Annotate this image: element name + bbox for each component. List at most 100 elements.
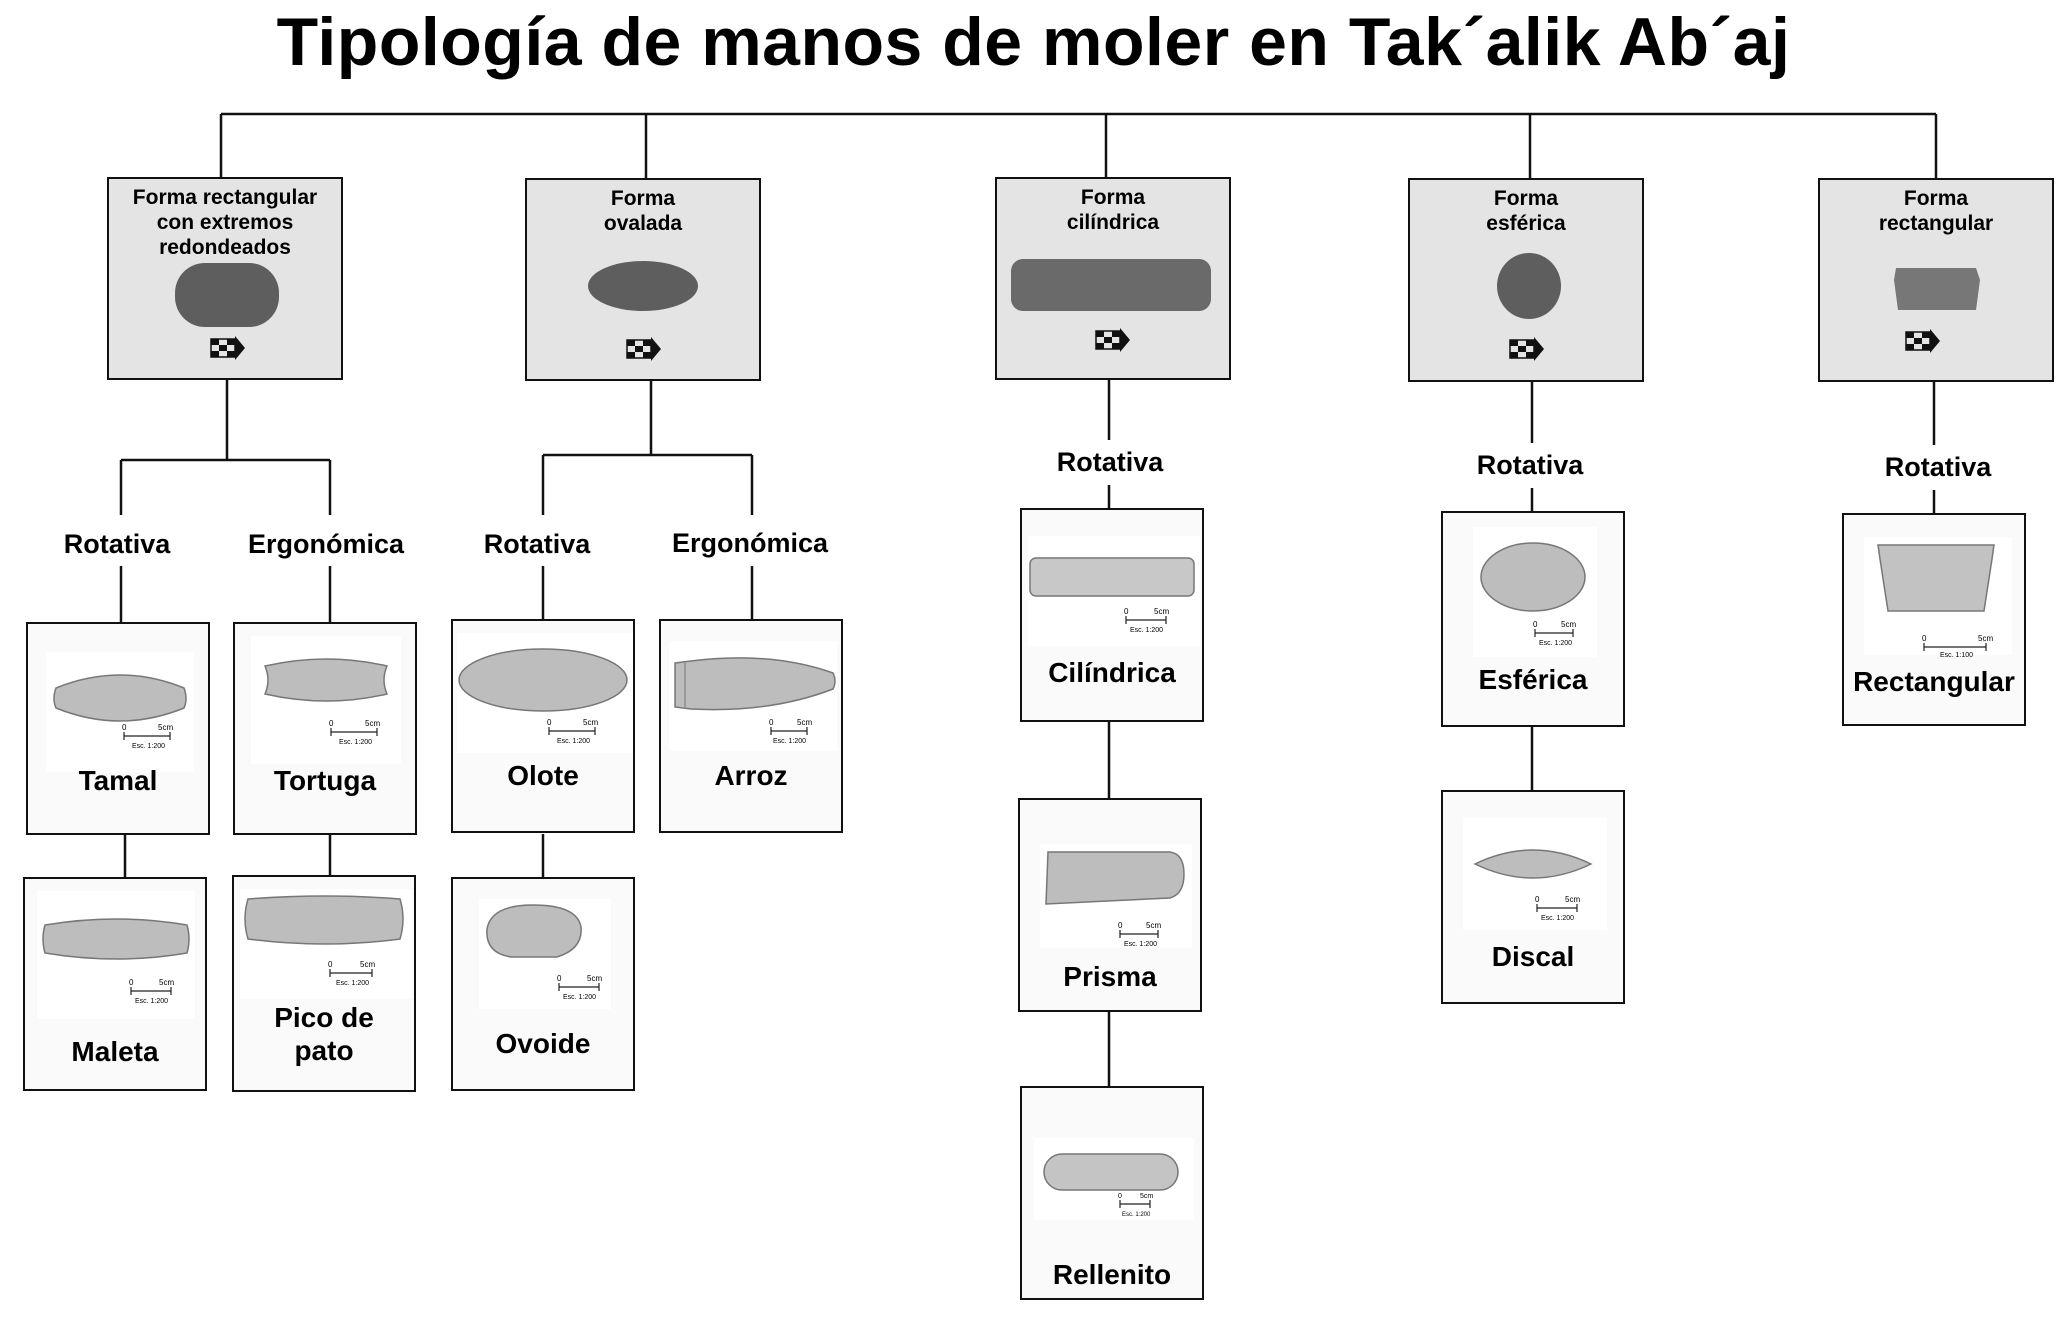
movement-label-rotativa: Rotativa [1476, 450, 1584, 480]
scale-zero: 0 [1118, 1193, 1122, 1200]
category-title: Forma rectangular [1878, 187, 1994, 235]
category-title: Forma cilíndrica [1066, 186, 1160, 234]
type-box-pico-de-pato: 0 5cm Esc. 1:200 Pico de pato [232, 875, 416, 1092]
category-rectangular: Forma rectangular [1818, 178, 2054, 382]
scale-ratio: Esc. 1:200 [773, 738, 806, 745]
scale-zero: 0 [1922, 634, 1927, 643]
stone-photo [1011, 259, 1211, 352]
scale-length: 5cm [797, 718, 812, 727]
stone-drawing: 0 5cm Esc. 1:200 [251, 636, 401, 764]
scale-arrow-icon [626, 337, 661, 361]
stone-drawing: 0 5cm Esc. 1:200 [1034, 1138, 1194, 1220]
category-title: Forma rectangular con extremos redondead… [132, 186, 318, 259]
movement-label-ergonomica: Ergonómica [671, 528, 829, 558]
type-name: Rectangular [1853, 666, 2015, 697]
scale-length: 5cm [365, 719, 380, 728]
category-oval: Forma ovalada [525, 178, 761, 381]
stone-photo [175, 263, 279, 360]
scale-zero: 0 [557, 974, 562, 983]
stone-photo [588, 261, 698, 361]
stone-drawing: 0 5cm Esc. 1:200 [240, 889, 412, 999]
scale-ratio: Esc. 1:200 [135, 998, 168, 1005]
movement-label-rotativa: Rotativa [63, 529, 171, 559]
movement-label-rotativa: Rotativa [1884, 452, 1992, 482]
scale-bar-icon [329, 969, 373, 977]
scale-zero: 0 [122, 723, 127, 732]
scale-zero: 0 [1535, 895, 1540, 904]
scale-bar-icon [548, 727, 596, 735]
stone-drawing: 0 5cm Esc. 1:100 [1864, 537, 2012, 659]
movement-label-rotativa: Rotativa [1056, 447, 1164, 477]
scale-length: 5cm [1140, 1193, 1153, 1200]
stone-drawing: 0 5cm Esc. 1:200 [1463, 818, 1607, 930]
scale-ratio: Esc. 1:200 [1122, 1212, 1151, 1218]
scale-ratio: Esc. 1:200 [132, 743, 165, 750]
scale-bar-icon [123, 732, 171, 740]
type-box-prisma: 0 5cm Esc. 1:200 Prisma [1018, 798, 1202, 1012]
type-name: Tamal [78, 765, 158, 796]
scale-length: 5cm [360, 960, 375, 969]
type-box-tamal: 0 5cm Esc. 1:200 Tamal [26, 622, 210, 835]
movement-label-rotativa: Rotativa [483, 529, 591, 559]
type-box-maleta: 0 5cm Esc. 1:200 Maleta [23, 877, 207, 1091]
stone-drawing: 0 5cm Esc. 1:200 [1473, 527, 1597, 657]
type-name: Cilíndrica [1048, 657, 1176, 688]
type-box-ovoide: 0 5cm Esc. 1:200 Ovoide [451, 877, 635, 1091]
page-title: Tipología de manos de moler en Tak´alik … [276, 4, 1791, 80]
scale-ratio: Esc. 1:200 [1541, 915, 1574, 922]
scale-length: 5cm [587, 974, 602, 983]
scale-zero: 0 [129, 978, 134, 987]
scale-bar-icon [1536, 904, 1578, 912]
category-spherical: Forma esférica [1408, 178, 1644, 382]
movement-label-ergonomica: Ergonómica [247, 529, 405, 559]
type-name: Olote [507, 760, 579, 791]
stone-drawing: 0 5cm Esc. 1:200 [457, 633, 633, 753]
scale-length: 5cm [158, 723, 173, 732]
type-box-esferica: 0 5cm Esc. 1:200 Esférica [1441, 511, 1625, 727]
scale-length: 5cm [1978, 634, 1993, 643]
type-name: Arroz [714, 760, 788, 791]
scale-length: 5cm [1561, 620, 1576, 629]
type-name: Maleta [71, 1036, 159, 1067]
scale-zero: 0 [1533, 620, 1538, 629]
scale-bar-icon [1119, 930, 1159, 938]
category-title: Forma ovalada [603, 187, 683, 235]
scale-zero: 0 [328, 960, 333, 969]
scale-length: 5cm [159, 978, 174, 987]
scale-ratio: Esc. 1:200 [1130, 627, 1163, 634]
type-name: Discal [1491, 941, 1575, 972]
type-box-discal: 0 5cm Esc. 1:200 Discal [1441, 790, 1625, 1004]
stone-drawing: 0 5cm Esc. 1:200 [46, 652, 194, 772]
stone-drawing: 0 5cm Esc. 1:200 [669, 641, 837, 751]
scale-length: 5cm [1154, 607, 1169, 616]
scale-arrow-icon [1905, 329, 1940, 353]
scale-bar-icon [1119, 1200, 1151, 1208]
scale-zero: 0 [769, 718, 774, 727]
stone-drawing: 0 5cm Esc. 1:200 [479, 899, 611, 1009]
scale-ratio: Esc. 1:100 [1940, 652, 1973, 659]
scale-bar-icon [558, 983, 600, 991]
scale-zero: 0 [1124, 607, 1129, 616]
scale-bar-icon [770, 727, 808, 735]
type-name: Tortuga [273, 765, 377, 796]
stone-drawing: 0 5cm Esc. 1:200 [1040, 844, 1192, 948]
scale-ratio: Esc. 1:200 [339, 739, 372, 746]
type-name: Ovoide [495, 1028, 591, 1059]
type-name: Rellenito [1052, 1259, 1172, 1290]
type-box-cilindrica: 0 5cm Esc. 1:200 Cilíndrica [1020, 508, 1204, 722]
scale-arrow-icon [210, 336, 245, 360]
scale-length: 5cm [1146, 921, 1161, 930]
type-box-rectangular: 0 5cm Esc. 1:100 Rectangular [1842, 513, 2026, 726]
stone-photo [1894, 268, 1980, 353]
scale-arrow-icon [1095, 328, 1130, 352]
scale-ratio: Esc. 1:200 [336, 980, 369, 987]
type-box-olote: 0 5cm Esc. 1:200 Olote [451, 619, 635, 833]
stone-drawing: 0 5cm Esc. 1:200 [37, 891, 195, 1019]
scale-ratio: Esc. 1:200 [1124, 941, 1157, 948]
scale-bar-icon [330, 728, 378, 736]
scale-arrow-icon [1509, 337, 1544, 361]
type-box-rellenito: 0 5cm Esc. 1:200 Rellenito [1020, 1086, 1204, 1300]
scale-ratio: Esc. 1:200 [557, 738, 590, 745]
scale-zero: 0 [547, 718, 552, 727]
